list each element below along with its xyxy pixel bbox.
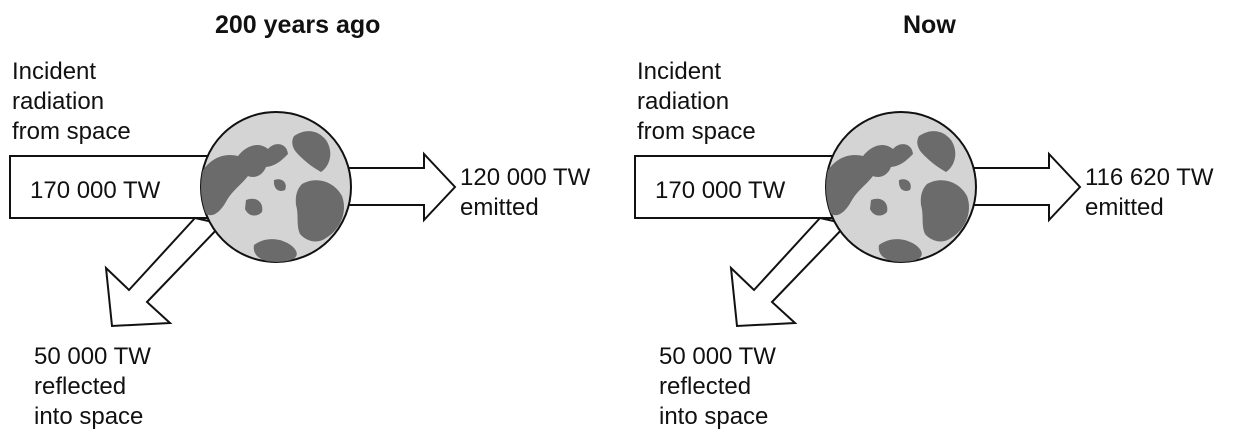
emitted-word: emitted [1085,194,1164,221]
incident-radiation-label: Incident radiation from space [12,57,131,147]
incident-line-2: radiation [12,88,105,115]
incoming-power-value: 170 000 TW [30,177,161,204]
earth-globe-icon [200,111,352,263]
reflected-line-2: into space [34,403,144,430]
panel-title: 200 years ago [215,11,381,39]
panel-now: Now Incident radiation from space 170 00… [625,0,1249,448]
incident-line-3: from space [12,118,131,145]
reflected-value: 50 000 TW [659,343,776,370]
reflected-power-label: 50 000 TW reflected into space [34,342,151,432]
panel-200-years-ago: 200 years ago Incident radiation from sp… [0,0,624,448]
energy-flow-diagram [9,111,457,328]
reflected-power-label: 50 000 TW reflected into space [659,342,776,432]
incident-radiation-label: Incident radiation from space [637,57,756,147]
reflected-value: 50 000 TW [34,343,151,370]
reflected-line-2: into space [659,403,769,430]
panel-title: Now [903,11,956,39]
incident-line-1: Incident [637,58,722,85]
incoming-power-value: 170 000 TW [655,177,786,204]
incident-line-3: from space [637,118,756,145]
emitted-power-label: 120 000 TW emitted [460,163,590,223]
reflected-radiation-arrow [729,216,849,328]
energy-flow-diagram [634,111,1082,328]
emitted-word: emitted [460,194,539,221]
emitted-value: 116 620 TW [1085,164,1214,191]
emitted-value: 120 000 TW [460,164,591,191]
reflected-radiation-arrow [104,216,224,328]
earth-globe-icon [825,111,977,263]
incident-line-2: radiation [637,88,730,115]
reflected-line-1: reflected [34,373,127,400]
reflected-line-1: reflected [659,373,752,400]
incident-line-1: Incident [12,58,97,85]
emitted-power-label: 116 620 TW emitted [1085,163,1214,223]
